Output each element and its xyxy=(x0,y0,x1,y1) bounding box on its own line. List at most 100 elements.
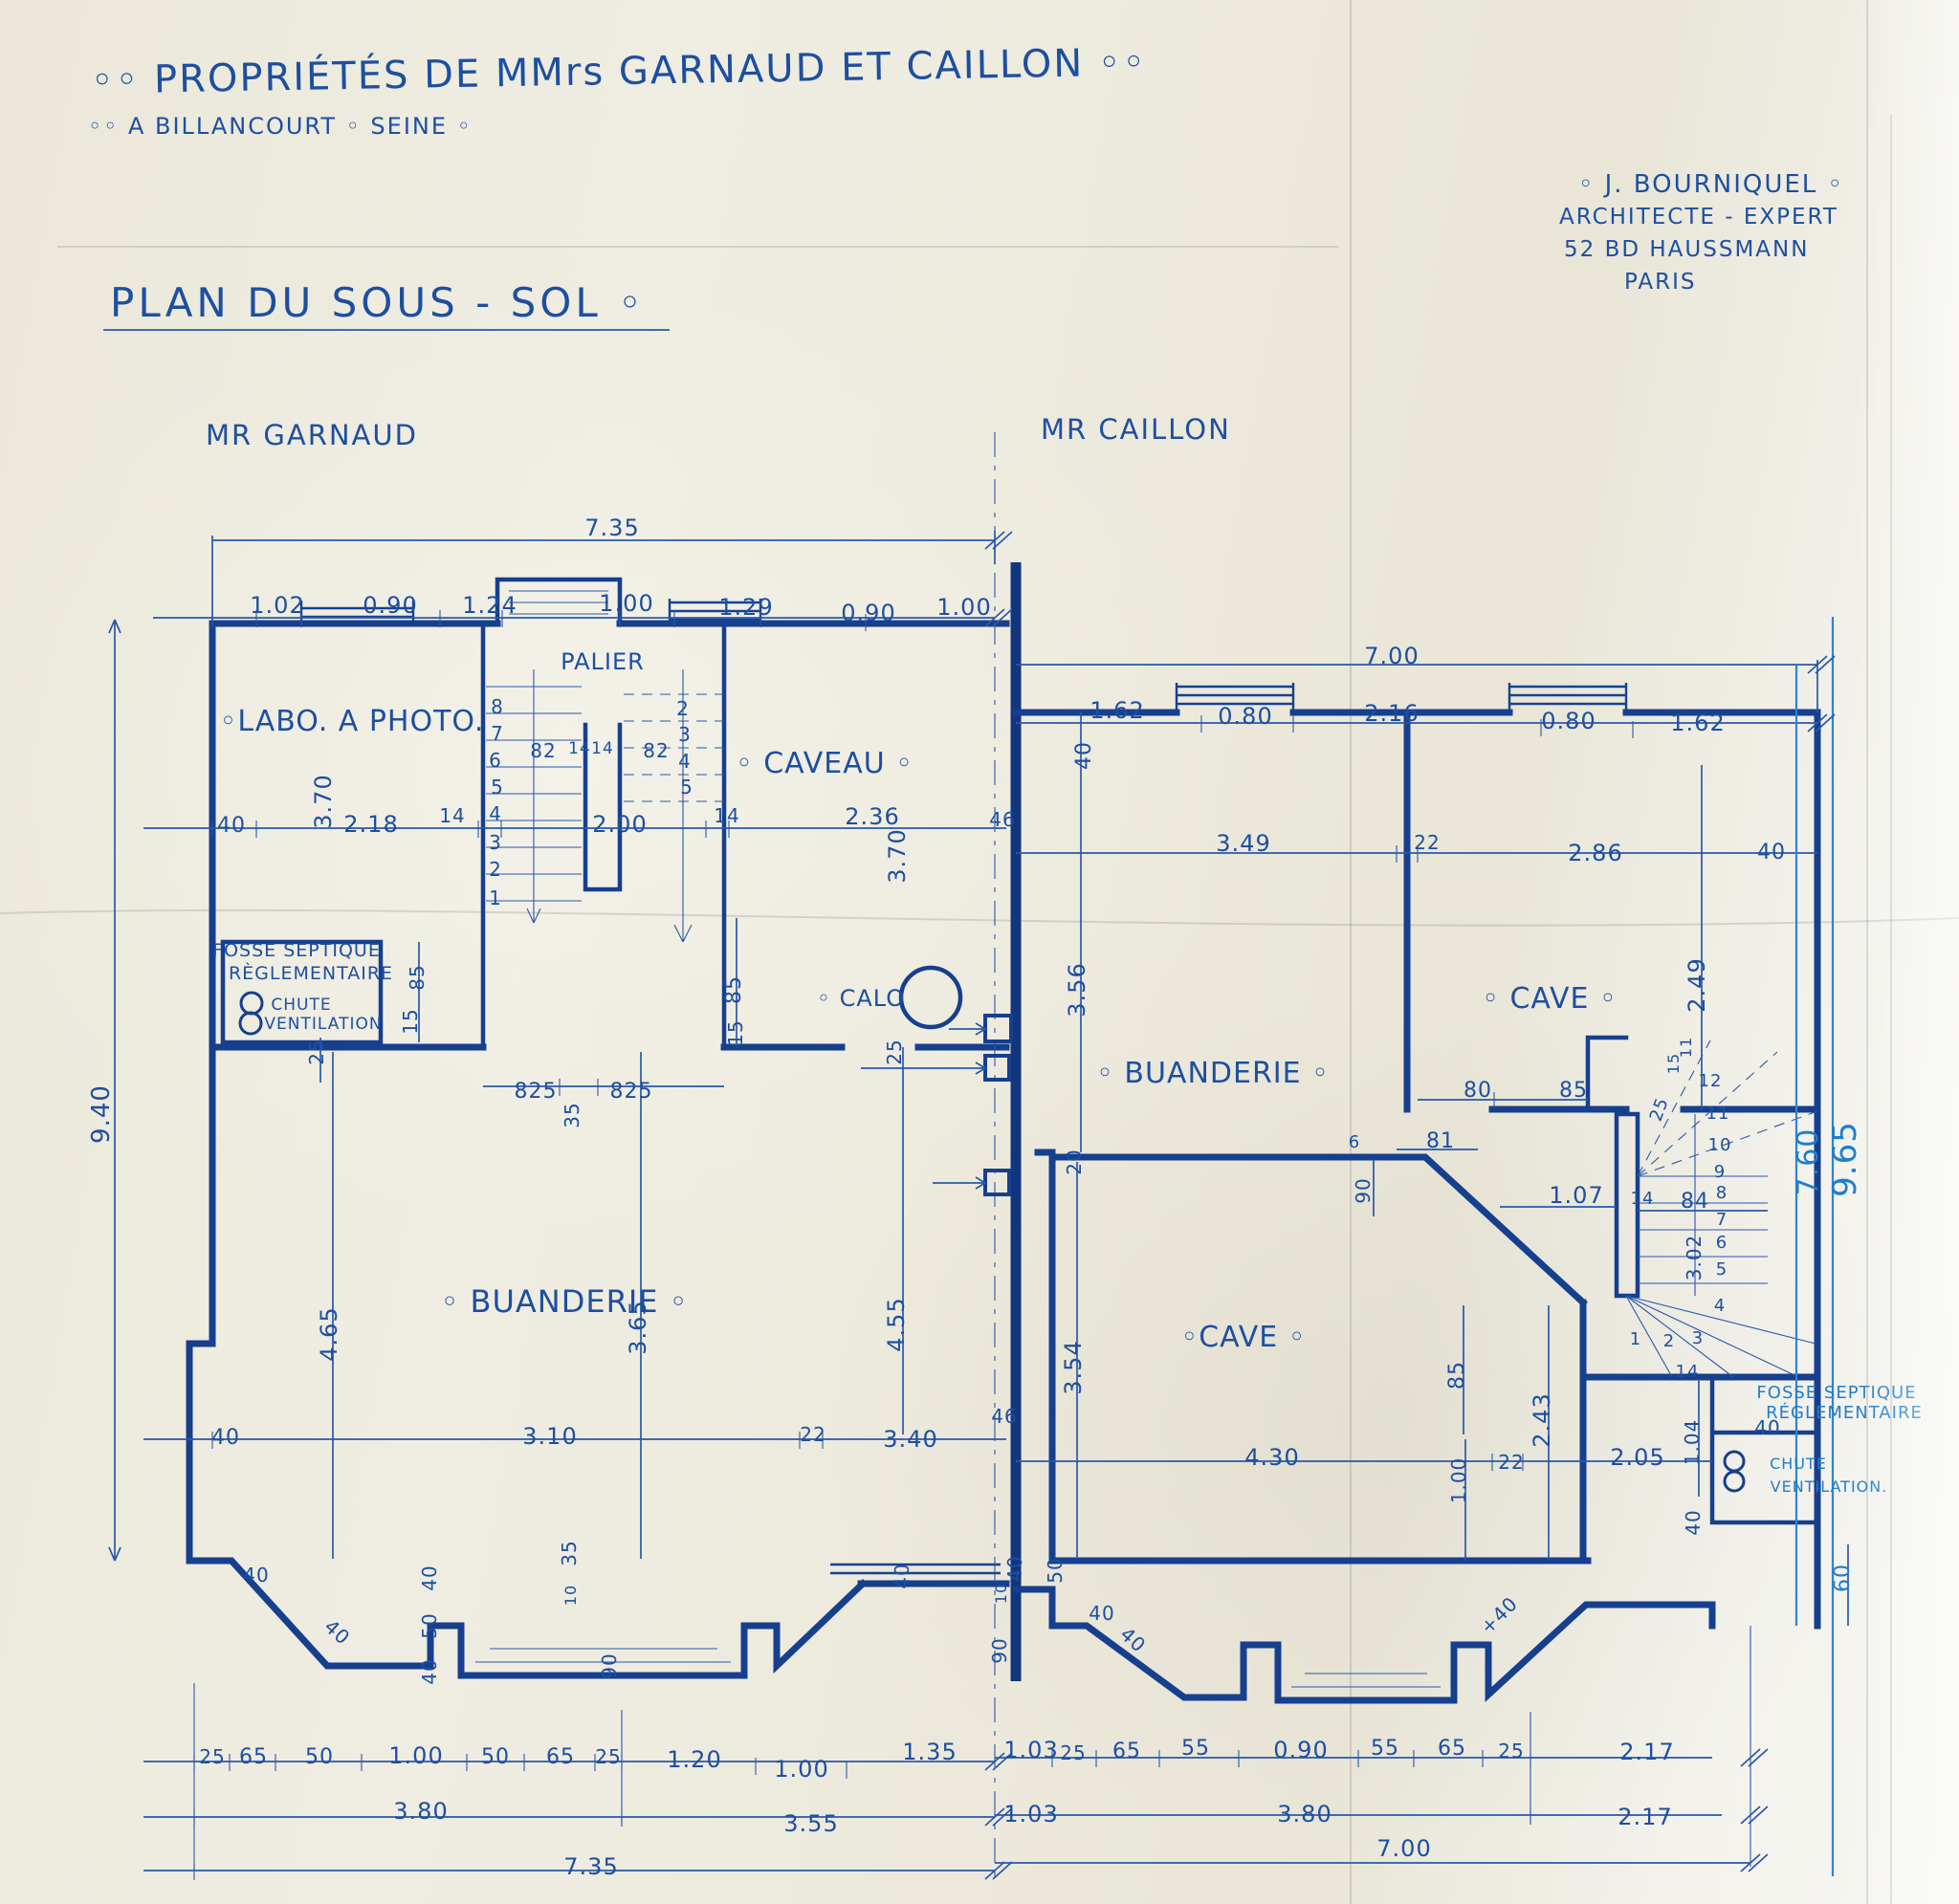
dimension-label: 1.20 xyxy=(667,1746,721,1773)
dimension-label: 2 xyxy=(676,697,690,720)
dimension-label: 2.86 xyxy=(1568,840,1622,866)
dimension-label: 1.24 xyxy=(462,592,517,619)
dimension-label: 12 xyxy=(1699,1071,1723,1091)
dimension-label: 1.35 xyxy=(902,1739,957,1765)
dimension-label: 1.00 xyxy=(388,1742,443,1769)
boiler-calo xyxy=(898,965,963,1030)
drawing-subtitle: ◦◦ A BILLANCOURT ◦ SEINE ◦ xyxy=(88,113,473,140)
dimension-label: 40 xyxy=(1089,1602,1114,1625)
dimension-label: 84 xyxy=(1681,1190,1709,1214)
dimension-label: 11 xyxy=(1677,1037,1695,1058)
dimension-label: 25 xyxy=(883,1039,906,1064)
dimension-label: 14 xyxy=(591,739,614,758)
fosse-right-chute: CHUTE xyxy=(1770,1455,1827,1473)
dimension-label: 3.70 xyxy=(884,828,911,883)
dimension-label: 10 xyxy=(561,1585,580,1606)
dimension-label: 9 xyxy=(1714,1162,1726,1182)
dimension-label: 85 xyxy=(1559,1079,1588,1103)
dimension-label: 1.03 xyxy=(1003,1737,1058,1763)
dimension-label: 80 xyxy=(1464,1079,1492,1103)
dimension-label: 82 xyxy=(643,739,669,762)
dimension-label: 3.10 xyxy=(522,1423,577,1450)
dimension-label: 90 xyxy=(598,1652,621,1678)
dimension-label: 8 xyxy=(491,695,504,718)
dimension-label: 65 xyxy=(1112,1740,1141,1763)
dimension-label: 1.29 xyxy=(718,594,773,621)
dimension-label: 10 xyxy=(992,1583,1010,1604)
dimension-label: 2 xyxy=(489,858,502,881)
dimension-lines xyxy=(108,531,1849,1880)
dimension-label: 1.62 xyxy=(1670,710,1725,736)
dimension-label: 0.90 xyxy=(363,592,417,619)
dimension-label: 10 xyxy=(1708,1135,1732,1155)
dimension-label: 60 xyxy=(1831,1564,1855,1592)
dimension-label: 2.16 xyxy=(1364,700,1419,727)
dimension-label: 3.54 xyxy=(1060,1340,1087,1394)
dimension-label: 15 xyxy=(724,1019,747,1045)
left-staircase xyxy=(486,669,724,943)
dimension-label: 7 xyxy=(1716,1210,1728,1230)
architect-address: 52 BD HAUSSMANN xyxy=(1564,237,1810,262)
dimension-label: 3.56 xyxy=(1064,962,1090,1017)
dimension-label: 3.80 xyxy=(1277,1801,1332,1827)
dimension-label: 2 xyxy=(1663,1331,1675,1351)
dimension-label: 15 xyxy=(1664,1053,1683,1074)
dimension-label: 0.80 xyxy=(1541,708,1596,734)
dimension-label: 14 xyxy=(1631,1189,1655,1209)
dimension-label: 40 xyxy=(1003,1555,1026,1581)
room-label-labo: ◦LABO. A PHOTO. xyxy=(220,705,485,738)
dimension-label: 81 xyxy=(1426,1129,1455,1153)
dimension-label: 65 xyxy=(546,1745,575,1769)
dimension-label: 0.90 xyxy=(841,600,895,626)
dimension-label: 3.02 xyxy=(1683,1235,1706,1281)
room-label-calo: ◦ CALO xyxy=(817,985,905,1012)
dimension-label: 1.02 xyxy=(250,592,304,619)
dimension-label: 2.49 xyxy=(1684,957,1710,1012)
dimension-label: 9.40 xyxy=(87,1084,116,1144)
dimension-label: 65 xyxy=(1438,1737,1466,1761)
dimension-label: 15 xyxy=(399,1008,422,1034)
architect-city: PARIS xyxy=(1624,270,1697,295)
dimension-label: 35 xyxy=(561,1102,583,1127)
dimension-label: 3 xyxy=(678,723,692,746)
dimension-label: 25 xyxy=(1498,1740,1524,1762)
dimension-label: 40 xyxy=(243,1564,269,1587)
dimension-label: 25 xyxy=(305,1039,328,1064)
dimension-label: 2.00 xyxy=(592,811,647,838)
fosse-right-ventilation: VENTILATION. xyxy=(1771,1477,1888,1496)
room-label-buanderie-right: ◦ BUANDERIE ◦ xyxy=(1096,1057,1330,1090)
fosse-right-line1: FOSSE SEPTIQUE xyxy=(1756,1383,1916,1403)
dimension-label: 3.49 xyxy=(1216,830,1270,857)
dimension-label: 7.00 xyxy=(1376,1835,1431,1862)
dimension-label: 82 xyxy=(530,739,556,762)
dimension-label: 3 xyxy=(489,831,502,854)
dimension-label: 7 xyxy=(491,722,504,745)
dimension-label: 11 xyxy=(1706,1104,1730,1124)
plan-title: PLAN DU SOUS - SOL ◦ xyxy=(110,279,646,326)
left-building-walls xyxy=(186,577,1010,1679)
dimension-label: 50 xyxy=(481,1745,510,1769)
dimension-label: 1.07 xyxy=(1549,1182,1603,1209)
fosse-left-line1: FOSSE SEPTIQUE xyxy=(212,940,381,961)
dimension-label: 7.60 xyxy=(1792,1128,1825,1196)
dimension-label: 3 xyxy=(1692,1328,1704,1348)
fosse-septique-right xyxy=(1709,1374,1820,1525)
owner-label-garnaud: MR GARNAUD xyxy=(206,419,418,451)
dimension-label: 2.17 xyxy=(1619,1739,1674,1765)
dimension-label: 40 xyxy=(1757,841,1786,864)
right-staircase xyxy=(1614,1040,1818,1378)
dimension-label: 85 xyxy=(722,975,746,1004)
dimension-label: 3.40 xyxy=(883,1426,937,1453)
dimension-label: 1.00 xyxy=(936,594,991,621)
dimension-label: 4.65 xyxy=(316,1306,342,1361)
dimension-label: 40 xyxy=(217,814,246,838)
dimension-label: 90 xyxy=(1352,1177,1375,1203)
dimension-label: 825 xyxy=(610,1080,653,1104)
room-label-caveau: ◦ CAVEAU ◦ xyxy=(736,747,913,780)
room-label-cave-lower: ◦CAVE ◦ xyxy=(1181,1321,1307,1354)
dimension-label: 2.43 xyxy=(1529,1392,1555,1447)
dimension-label: 5 xyxy=(680,776,693,799)
dimension-label: 4 xyxy=(1714,1296,1726,1316)
